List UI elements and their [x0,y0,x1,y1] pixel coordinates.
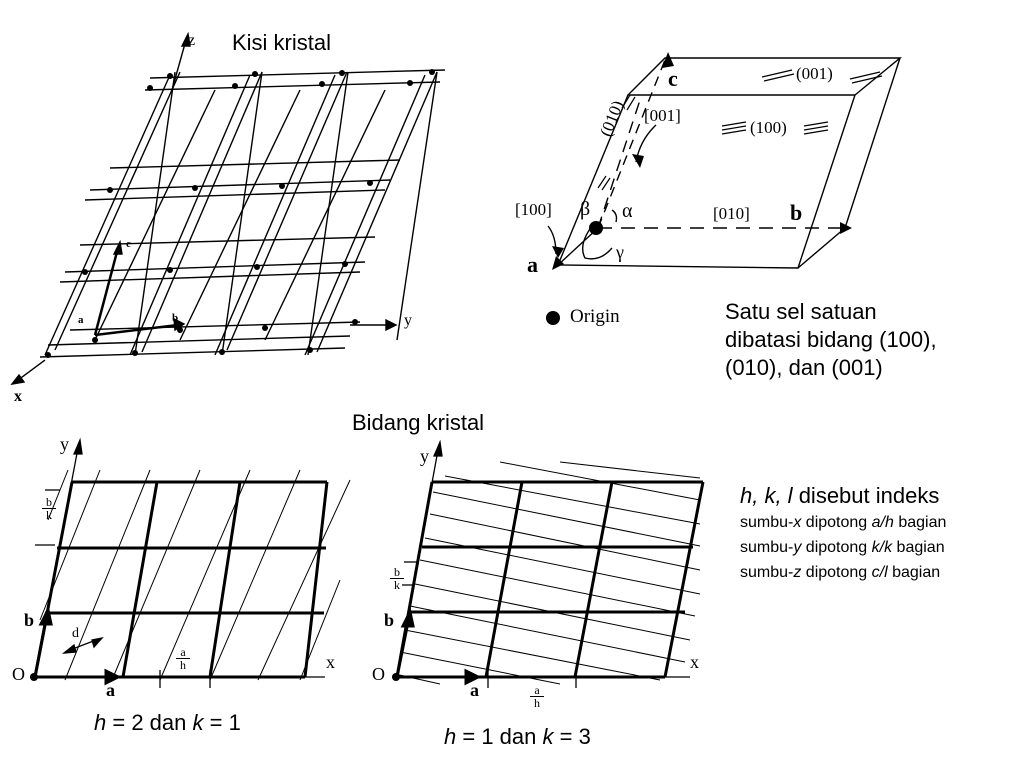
unit-cell-axis-b: b [790,200,803,225]
plane-100-label: (100) [750,118,787,137]
plane-right-vector-b: b [384,610,395,630]
plane-left-axis-x: x [326,652,335,672]
unit-cell-axis-a: a [527,252,538,277]
angle-gamma: γ [616,242,624,262]
plane-right-axis-x: x [690,652,699,672]
plane-001-label: (001) [796,64,833,83]
lattice-axis-y: y [404,312,412,329]
origin-legend-label: Origin [570,306,620,327]
angle-alpha: α [622,200,633,222]
unit-cell-caption-line1: Satu sel satuan [725,299,877,324]
plane-left-vector-b: b [24,610,35,630]
lattice-axis-x: x [14,388,22,405]
lattice-vector-c: c [126,238,131,250]
lattice-vector-a: a [78,314,84,326]
plane-right-caption: h = 1 dan k = 3 [444,724,591,749]
unit-cell-axis-c: c [668,66,678,91]
lattice-vector-b: b [172,312,179,324]
plane-right-axis-y: y [420,446,429,466]
plane-left-caption: h = 2 dan k = 1 [94,710,241,735]
lattice-nodes [45,69,435,358]
miller-indices-line-x: sumbu-x dipotong a/h bagian [740,514,947,531]
direction-100-label: [100] [515,200,552,219]
direction-010-label: [010] [713,204,750,223]
plane-left-origin: O [12,664,25,684]
plane-left-vector-a: a [106,680,115,700]
unit-cell-caption-line2: dibatasi bidang (100), [725,327,937,352]
miller-indices-line-z: sumbu-z dipotong c/l bagian [740,564,941,581]
miller-indices-heading: h, k, l disebut indeks [740,483,940,508]
plane-right-vector-a: a [470,680,479,700]
unit-cell-caption-line3: (010), dan (001) [725,355,883,380]
miller-indices-note: h, k, l disebut indeks sumbu-x dipotong … [740,482,946,585]
miller-indices-line-y: sumbu-y dipotong k/k bagian [740,539,945,556]
plane-right-origin: O [372,664,385,684]
lattice-lines [39,69,446,358]
angle-beta: β [580,198,591,220]
unit-cell-caption: Satu sel satuan dibatasi bidang (100), (… [725,298,937,382]
plane-left-d-label: d [72,626,79,641]
plane-left-axis-y: y [60,434,69,454]
planes-title: Bidang kristal [352,410,485,435]
direction-001-label: [001] [644,106,681,125]
lattice-axes [10,31,398,385]
lattice-title: Kisi kristal [232,30,332,55]
lattice-axis-z: z [188,32,196,49]
